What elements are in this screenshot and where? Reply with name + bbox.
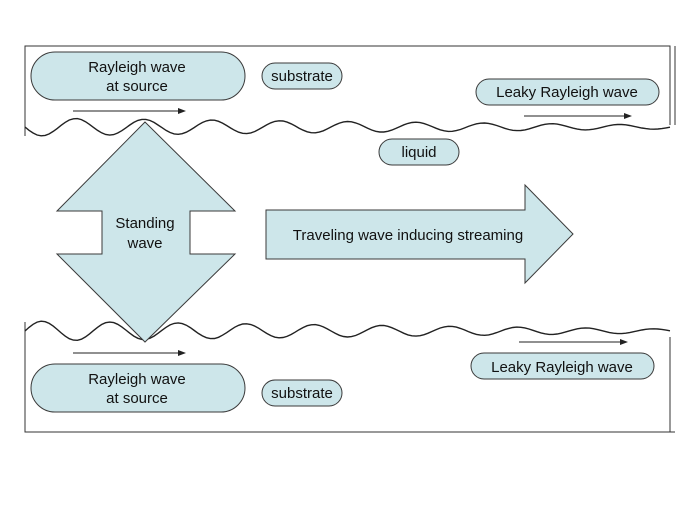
bottom-wavy-surface — [24, 320, 671, 342]
bottom-source-direction-arrow — [73, 350, 186, 356]
liquid-label: liquid — [401, 144, 436, 161]
top-source-direction-arrow — [73, 108, 186, 114]
bottom-leaky-direction-arrow — [519, 339, 628, 345]
bottom-source-label-line1: Rayleigh wave — [88, 371, 186, 388]
top-panel-border — [24, 45, 671, 136]
liquid-node: liquid — [378, 138, 460, 166]
bottom-substrate-node: substrate — [261, 379, 343, 407]
bottom-leaky-label: Leaky Rayleigh wave — [491, 359, 633, 376]
top-leaky-label: Leaky Rayleigh wave — [496, 84, 638, 101]
traveling-label: Traveling wave inducing streaming — [293, 227, 523, 244]
top-rayleigh-source-node: Rayleigh wave at source — [30, 51, 246, 101]
top-source-label-line2: at source — [106, 78, 168, 95]
top-leaky-direction-arrow — [524, 113, 632, 119]
traveling-wave-arrow: Traveling wave inducing streaming — [265, 183, 574, 285]
bottom-substrate-panel — [24, 320, 675, 433]
bottom-rayleigh-source-node: Rayleigh wave at source — [30, 363, 246, 413]
bottom-substrate-label: substrate — [271, 385, 333, 402]
top-leaky-rayleigh-node: Leaky Rayleigh wave — [475, 78, 660, 106]
standing-label-line1: Standing — [115, 215, 174, 232]
bottom-source-label-line2: at source — [106, 390, 168, 407]
standing-label-line2: wave — [126, 235, 162, 252]
top-substrate-panel — [24, 45, 676, 137]
top-wavy-surface — [24, 117, 671, 137]
top-source-label-line1: Rayleigh wave — [88, 59, 186, 76]
top-substrate-label: substrate — [271, 68, 333, 85]
bottom-leaky-rayleigh-node: Leaky Rayleigh wave — [470, 352, 655, 380]
bottom-panel-border — [24, 322, 675, 433]
standing-wave-double-arrow: Standing wave — [55, 121, 237, 343]
top-substrate-node: substrate — [261, 62, 343, 90]
